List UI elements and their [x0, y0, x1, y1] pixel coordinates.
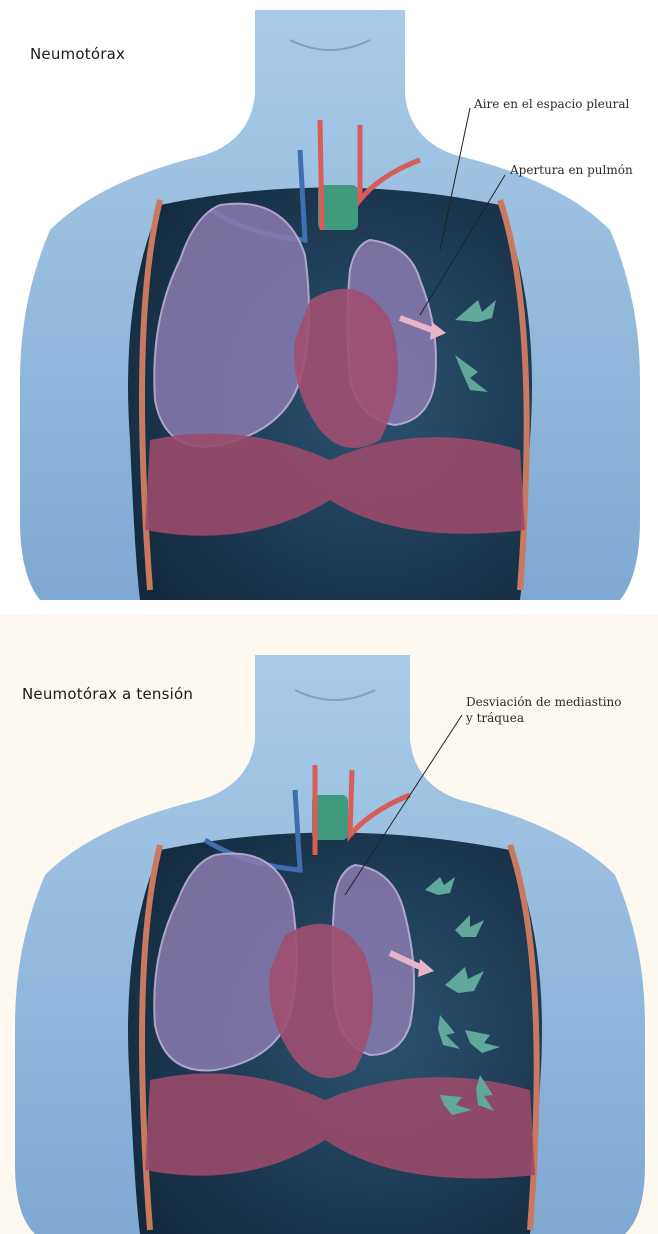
label-lung-opening: Apertura en pulmón — [510, 163, 633, 178]
figure-divider — [0, 608, 658, 615]
figure-neumotorax: Neumotórax Aire en el espacio pleural Ap… — [0, 0, 658, 608]
figure-title: Neumotórax a tensión — [22, 685, 193, 703]
figure-neumotorax-a-tension: Neumotórax a tensión Desviación de media… — [0, 615, 658, 1234]
figure-title: Neumotórax — [30, 45, 125, 63]
artery-left — [320, 120, 322, 230]
label-mediastinal-shift-line2: y tráquea — [466, 711, 524, 726]
neumotorax-illustration — [0, 0, 658, 608]
label-mediastinal-shift-line1: Desviación de mediastino — [466, 695, 622, 710]
label-pleural-air: Aire en el espacio pleural — [474, 97, 629, 112]
